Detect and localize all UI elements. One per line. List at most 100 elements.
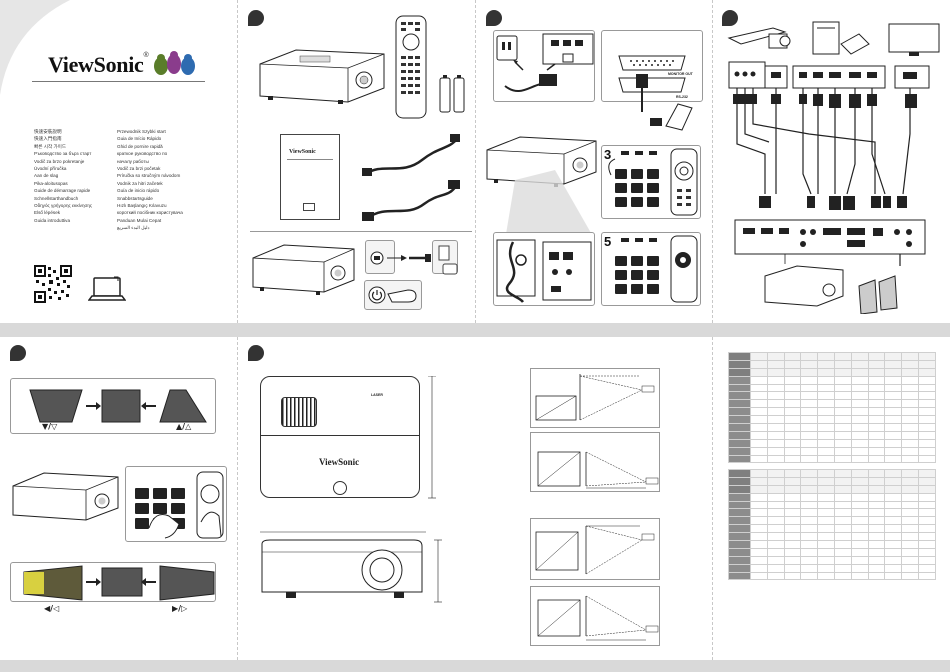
table-cell <box>817 391 835 401</box>
table-cell <box>884 571 903 581</box>
step-badge <box>10 345 26 361</box>
step-number-3: 3 <box>604 147 612 162</box>
table-cell <box>918 555 936 565</box>
table-cell <box>850 375 869 385</box>
table-cell <box>749 352 768 361</box>
table-cell <box>817 423 835 432</box>
table-row <box>728 407 936 417</box>
vga-cable-illustration <box>362 180 460 221</box>
table-cell <box>783 391 802 401</box>
table-cell <box>901 500 920 510</box>
table-cell <box>766 476 785 486</box>
panel-fold-2 <box>475 0 476 323</box>
keystone-vertical-illustration <box>29 389 207 423</box>
table-cell <box>884 399 903 409</box>
table-cell <box>800 446 819 456</box>
table-cell <box>749 454 768 464</box>
table-cell <box>749 571 768 581</box>
language-column-1: 快速安裝說明 快速入門指南 빠른 시작 가이드 Ръководство за б… <box>34 128 92 224</box>
lang-item: Guide de démarrage rapide <box>34 188 91 194</box>
table-cell <box>728 367 751 377</box>
laptop-icon <box>303 203 315 211</box>
table-row <box>728 532 936 542</box>
table-cell <box>918 492 936 502</box>
cable-connector-illustration <box>636 74 693 131</box>
keystone-left-label: ◀/◁ <box>44 604 60 613</box>
table-cell <box>901 352 920 361</box>
table-cell <box>783 524 802 534</box>
power-icon <box>368 286 386 304</box>
table-cell <box>867 547 886 557</box>
table-cell <box>901 524 920 534</box>
table-cell <box>833 532 852 542</box>
table-row <box>728 391 936 401</box>
table-cell <box>800 438 819 448</box>
table-cell <box>918 563 936 573</box>
table-cell <box>783 430 802 440</box>
table-cell <box>728 383 751 393</box>
table-cell <box>800 476 819 486</box>
table-cell <box>783 352 802 361</box>
table-cell <box>749 430 768 440</box>
projection-distance-table-2 <box>728 469 936 581</box>
table-cell <box>817 571 835 581</box>
table-cell <box>783 571 802 581</box>
table-cell <box>833 359 852 369</box>
table-cell <box>901 367 920 377</box>
table-cell <box>766 454 785 464</box>
projection-distance-table-1 <box>728 352 936 464</box>
registered-mark: ® <box>143 52 149 59</box>
table-row <box>728 454 936 464</box>
lang-item: 快速入門指南 <box>34 136 62 142</box>
keystone-right-label: ▶/▷ <box>172 604 188 613</box>
table-cell <box>833 399 852 409</box>
table-cell <box>884 430 903 440</box>
table-cell <box>817 540 835 549</box>
table-cell <box>918 399 936 409</box>
table-cell <box>783 423 802 432</box>
table-cell <box>833 430 852 440</box>
lang-item: Guía de inicio rápido <box>117 188 160 194</box>
projector-illustration <box>259 49 385 104</box>
table-cell <box>884 500 903 510</box>
table-cell <box>783 516 802 526</box>
lang-item: Οδηγός γρήγορης εκκίνησης <box>34 203 93 209</box>
lang-item: Hızlı Başlangıç Kılavuzu <box>117 203 167 209</box>
table-cell <box>766 555 785 565</box>
table-cell <box>884 516 903 526</box>
keypad-illustration <box>615 235 698 303</box>
table-cell <box>918 540 936 549</box>
table-cell <box>766 446 785 456</box>
lang-item: Ръководство за бърз старт <box>34 151 92 157</box>
table-cell <box>850 359 869 369</box>
table-cell <box>766 524 785 534</box>
table-cell <box>749 367 768 377</box>
table-cell <box>766 391 785 401</box>
table-cell <box>918 446 936 456</box>
table-cell <box>850 532 869 542</box>
table-cell <box>918 438 936 448</box>
table-cell <box>884 532 903 542</box>
table-cell <box>833 500 852 510</box>
table-cell <box>783 532 802 542</box>
table-cell <box>884 484 903 494</box>
table-cell <box>867 469 886 478</box>
table-cell <box>901 415 920 425</box>
table-row <box>728 563 936 573</box>
table-cell <box>749 407 768 417</box>
table-cell <box>901 446 920 456</box>
table-cell <box>884 476 903 486</box>
table-cell <box>884 423 903 432</box>
table-cell <box>817 555 835 565</box>
keystone-down-label: ▼/▽ <box>42 422 58 431</box>
table-cell <box>918 476 936 486</box>
table-cell <box>918 375 936 385</box>
table-cell <box>728 555 751 565</box>
table-cell <box>817 352 835 361</box>
table-row <box>728 359 936 369</box>
table-cell <box>918 500 936 510</box>
table-cell <box>884 375 903 385</box>
table-cell <box>800 500 819 510</box>
keypad-illustration <box>608 148 698 216</box>
table-cell <box>800 399 819 409</box>
